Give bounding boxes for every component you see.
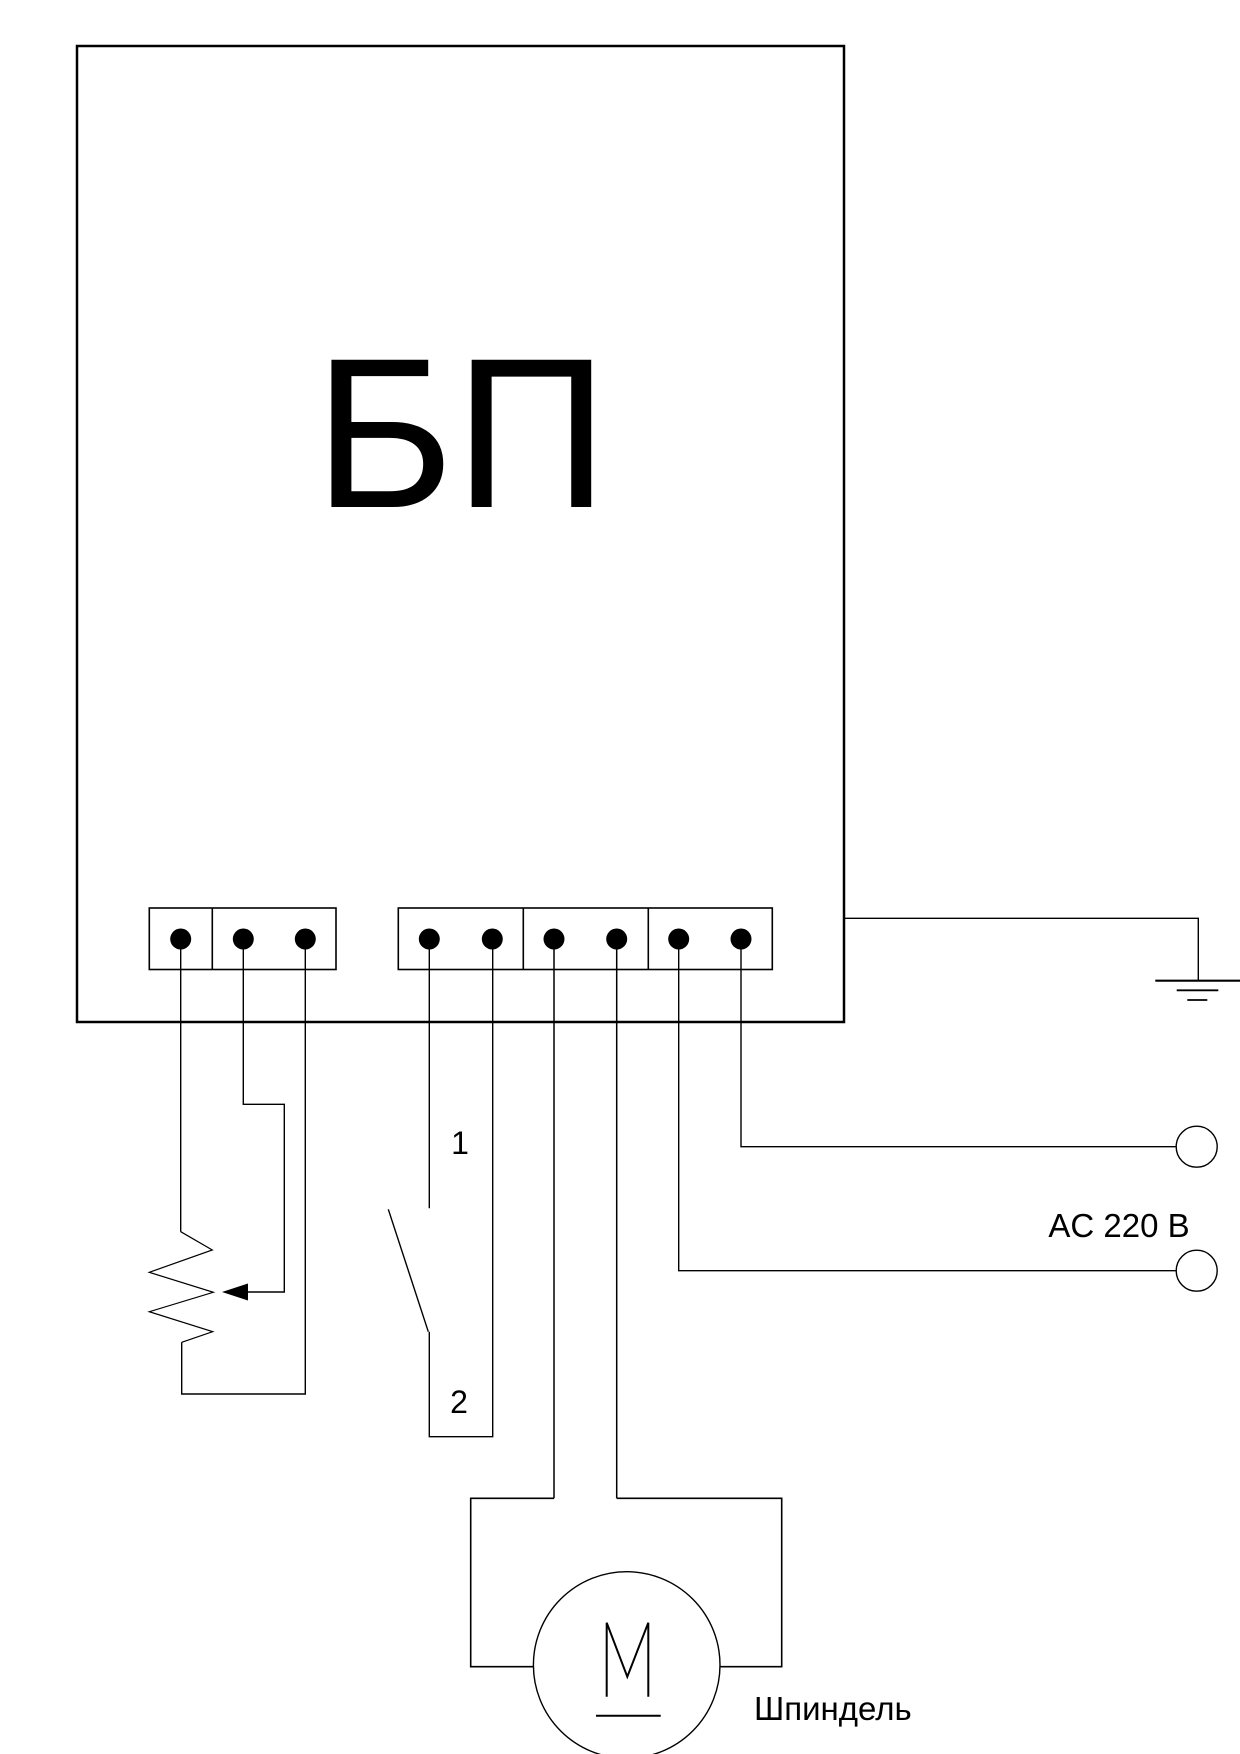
- switch-blade-icon: [387, 1209, 429, 1332]
- power-supply-label: БП: [314, 314, 608, 553]
- ac-supply-label: AC 220 В: [1048, 1207, 1189, 1244]
- ac-terminal-circle-top: [1175, 1125, 1218, 1168]
- motor-circle: [532, 1571, 721, 1754]
- wire-ground: [844, 917, 1199, 981]
- wire-switch-bottom: [428, 939, 494, 1438]
- switch-contact-2-label: 2: [450, 1384, 468, 1420]
- wiper-arrow-icon: [222, 1283, 248, 1301]
- ground: [844, 917, 1240, 1001]
- wire-pot-bottom: [181, 939, 306, 1395]
- ac-supply: [678, 939, 1218, 1292]
- spindle-label: Шпиндель: [754, 1690, 912, 1727]
- resistor-zigzag-icon: [147, 1231, 216, 1343]
- potentiometer: [147, 939, 306, 1395]
- wire-pot-wiper: [242, 939, 285, 1293]
- terminal-block-right-outline: [397, 907, 774, 971]
- power-supply-box: [75, 44, 846, 1024]
- motor-m-icon: [605, 1622, 650, 1697]
- switch-contact-1-label: 1: [451, 1125, 469, 1161]
- switch: [387, 939, 494, 1438]
- motor: M: [469, 939, 783, 1754]
- terminal-block-right: [397, 907, 774, 971]
- ac-terminal-circle-bottom: [1175, 1249, 1218, 1292]
- wire-ac-top: [740, 939, 1177, 1148]
- wire-ac-bottom: [678, 939, 1177, 1272]
